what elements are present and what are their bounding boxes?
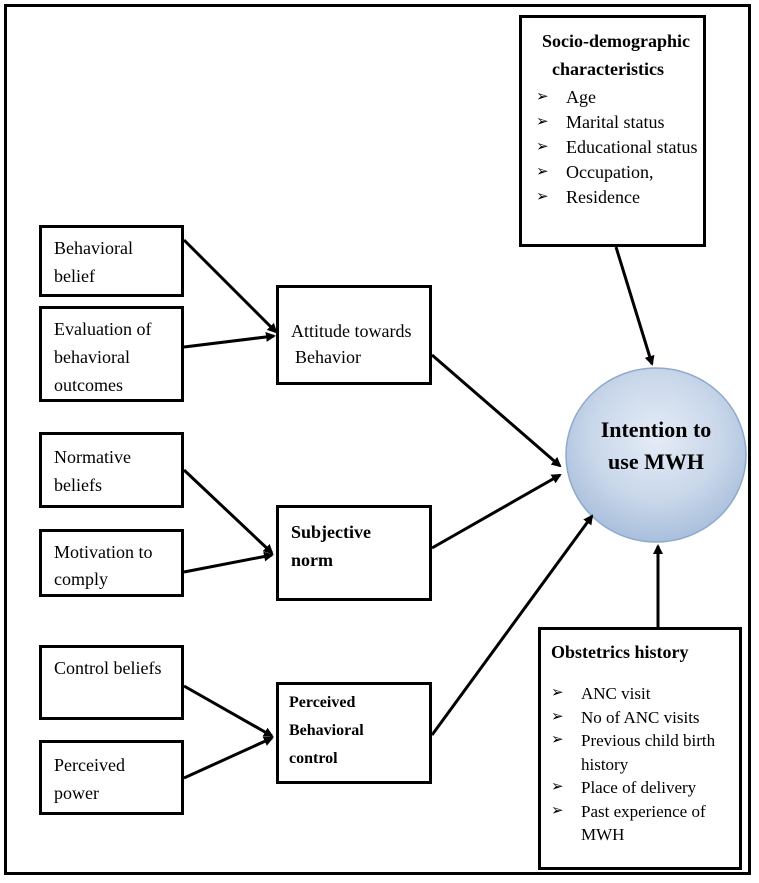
arrow-control-beliefs-to-control [183, 684, 274, 738]
arrow-bullet-icon: ➢ [536, 89, 549, 105]
arrow-attitude-to-intention [431, 353, 562, 468]
perceived-control-line3: control [289, 750, 338, 767]
control-beliefs-line1: Control beliefs [54, 658, 162, 678]
arrow-socio-to-intention [614, 246, 655, 366]
subjective-norm-line2: norm [291, 550, 333, 570]
list-item: ➢Place of delivery [551, 776, 715, 800]
subjective-norm-box: Subjective norm [276, 505, 432, 601]
arrow-bullet-icon: ➢ [536, 164, 549, 180]
arrow-bullet-icon: ➢ [536, 139, 549, 155]
normative-beliefs-box: Normative beliefs [39, 432, 184, 508]
perceived-power-line2: power [54, 783, 99, 803]
socio-list: ➢Age ➢Marital status ➢Educational status… [536, 85, 697, 210]
attitude-line2: Behavior [295, 347, 361, 367]
diagram-frame [4, 4, 751, 875]
evaluation-line1: Evaluation of [54, 319, 152, 339]
perceived-power-line1: Perceived [54, 755, 125, 775]
arrow-bullet-icon: ➢ [551, 802, 564, 819]
arrow-power-to-control [183, 736, 274, 780]
arrow-behavioral-belief-to-attitude [182, 238, 278, 334]
arrow-bullet-icon: ➢ [551, 685, 564, 701]
arrow-bullet-icon: ➢ [536, 189, 549, 205]
control-beliefs-box: Control beliefs [39, 645, 184, 720]
normative-line2: beliefs [54, 475, 102, 495]
subjective-norm-line1: Subjective [291, 522, 371, 542]
list-item: history [581, 754, 629, 774]
list-item: ➢Educational status [536, 135, 697, 160]
behavioral-belief-box: Behavioral belief [39, 225, 184, 297]
motivation-box: Motivation to comply [39, 529, 184, 597]
list-item: MWH [581, 825, 625, 844]
list-item: ➢Occupation, [536, 160, 697, 185]
list-item: ➢Previous child birth [551, 729, 715, 753]
list-item: ➢ANC visit [551, 682, 715, 706]
arrow-control-to-intention [430, 514, 594, 736]
motivation-line1: Motivation to [54, 542, 153, 562]
obstetrics-title: Obstetrics history [551, 642, 689, 662]
arrow-bullet-icon: ➢ [551, 732, 564, 748]
perceived-control-box: Perceived Behavioral control [276, 682, 432, 784]
perceived-control-line2: Behavioral [289, 722, 364, 739]
arrow-motivation-to-norm [183, 551, 274, 574]
socio-title-line1: Socio-demographic [542, 31, 690, 51]
evaluation-line2: behavioral [54, 347, 130, 367]
intention-line2: use MWH [608, 449, 704, 474]
attitude-box: Attitude towards Behavior [276, 285, 432, 385]
arrow-evaluation-to-attitude [183, 332, 276, 349]
arrow-bullet-icon: ➢ [536, 114, 549, 130]
arrow-normative-to-norm [182, 468, 274, 555]
intention-label: Intention to use MWH [571, 414, 741, 478]
list-item: ➢Age [536, 85, 697, 110]
list-item: ➢Marital status [536, 110, 697, 135]
list-item: ➢No of ANC visits [551, 706, 715, 730]
perceived-control-line1: Perceived [289, 694, 356, 711]
socio-demographic-box: Socio-demographic characteristics ➢Age ➢… [519, 15, 706, 247]
attitude-line1: Attitude towards [291, 321, 412, 341]
list-item: ➢Residence [536, 185, 697, 210]
arrow-bullet-icon: ➢ [551, 779, 564, 795]
motivation-line2: comply [54, 569, 108, 589]
behavioral-belief-line2: belief [54, 266, 95, 286]
intention-line1: Intention to [600, 417, 712, 442]
obstetrics-history-box: Obstetrics history ➢ANC visit ➢No of ANC… [538, 627, 742, 870]
arrow-norm-to-intention [431, 473, 562, 550]
perceived-power-box: Perceived power [39, 740, 184, 815]
normative-line1: Normative [54, 447, 131, 467]
evaluation-line3: outcomes [54, 375, 123, 395]
list-item: ➢Past experience of [551, 800, 715, 824]
intention-ellipse [565, 367, 747, 543]
arrow-bullet-icon: ➢ [551, 708, 564, 725]
evaluation-box: Evaluation of behavioral outcomes [39, 306, 184, 402]
socio-title-line2: characteristics [552, 59, 664, 79]
behavioral-belief-line1: Behavioral [54, 238, 133, 258]
obstetrics-list: ➢ANC visit ➢No of ANC visits ➢Previous c… [551, 682, 715, 847]
